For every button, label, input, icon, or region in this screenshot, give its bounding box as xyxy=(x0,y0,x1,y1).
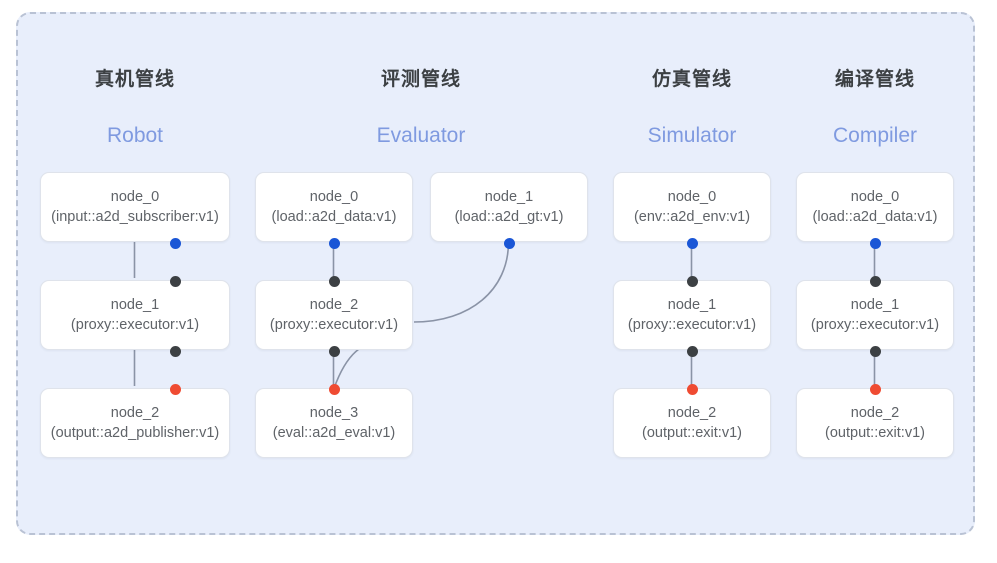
node-spec: (output::exit:v1) xyxy=(825,425,925,441)
node-robot-node-2[interactable]: node_2 (output::a2d_publisher:v1) xyxy=(40,383,230,458)
node-name: node_1 xyxy=(484,189,534,205)
port-output-blue[interactable] xyxy=(329,237,340,249)
port-input-black[interactable] xyxy=(329,275,340,287)
column-subtitle-simulator: Simulator xyxy=(647,124,737,147)
node-spec: (load::a2d_gt:v1) xyxy=(454,209,564,225)
node-eval-node-3[interactable]: node_3 (eval::a2d_eval:v1) xyxy=(255,383,413,458)
port-input-red[interactable] xyxy=(329,383,340,395)
node-spec: (proxy::executor:v1) xyxy=(269,317,399,333)
port-output-black[interactable] xyxy=(687,345,698,357)
node-name: node_2 xyxy=(309,297,359,313)
node-sim-node-2[interactable]: node_2 (output::exit:v1) xyxy=(613,383,771,458)
node-spec: (output::a2d_publisher:v1) xyxy=(50,425,220,441)
node-spec: (env::a2d_env:v1) xyxy=(633,209,751,225)
port-output-blue[interactable] xyxy=(870,237,881,249)
node-spec: (proxy::executor:v1) xyxy=(627,317,757,333)
node-comp-node-0[interactable]: node_0 (load::a2d_data:v1) xyxy=(796,172,954,249)
port-output-black[interactable] xyxy=(170,345,181,357)
port-output-blue[interactable] xyxy=(504,237,515,249)
node-name: node_2 xyxy=(850,405,900,421)
column-subtitle-compiler: Compiler xyxy=(832,124,918,147)
node-eval-node-2[interactable]: node_2 (proxy::executor:v1) xyxy=(255,275,413,357)
node-comp-node-1[interactable]: node_1 (proxy::executor:v1) xyxy=(796,275,954,357)
port-input-black[interactable] xyxy=(870,275,881,287)
port-input-red[interactable] xyxy=(687,383,698,395)
column-subtitle-robot: Robot xyxy=(106,124,164,147)
port-output-blue[interactable] xyxy=(687,237,698,249)
column-title-compiler: 编译管线 xyxy=(834,69,915,90)
column-title-evaluator: 评测管线 xyxy=(380,69,461,90)
port-input-red[interactable] xyxy=(870,383,881,395)
node-name: node_1 xyxy=(850,297,900,313)
port-input-black[interactable] xyxy=(687,275,698,287)
node-name: node_0 xyxy=(667,189,717,205)
port-output-blue[interactable] xyxy=(170,237,181,249)
node-name: node_1 xyxy=(110,297,160,313)
column-title-simulator: 仿真管线 xyxy=(651,69,732,90)
column-subtitle-evaluator: Evaluator xyxy=(376,124,466,147)
node-spec: (load::a2d_data:v1) xyxy=(271,209,397,225)
node-spec: (proxy::executor:v1) xyxy=(70,317,200,333)
node-name: node_0 xyxy=(110,189,160,205)
port-output-black[interactable] xyxy=(870,345,881,357)
node-name: node_2 xyxy=(667,405,717,421)
node-comp-node-2[interactable]: node_2 (output::exit:v1) xyxy=(796,383,954,458)
node-name: node_3 xyxy=(309,405,359,421)
port-input-black[interactable] xyxy=(170,275,181,287)
node-spec: (proxy::executor:v1) xyxy=(810,317,940,333)
node-spec: (eval::a2d_eval:v1) xyxy=(272,425,396,441)
column-title-robot: 真机管线 xyxy=(94,69,175,90)
node-eval-node-1[interactable]: node_1 (load::a2d_gt:v1) xyxy=(430,172,588,249)
node-sim-node-1[interactable]: node_1 (proxy::executor:v1) xyxy=(613,275,771,357)
node-eval-node-0[interactable]: node_0 (load::a2d_data:v1) xyxy=(255,172,413,249)
node-spec: (input::a2d_subscriber:v1) xyxy=(51,209,219,225)
port-output-black[interactable] xyxy=(329,345,340,357)
node-robot-node-1[interactable]: node_1 (proxy::executor:v1) xyxy=(40,275,230,357)
node-name: node_2 xyxy=(110,405,160,421)
node-name: node_0 xyxy=(850,189,900,205)
node-spec: (output::exit:v1) xyxy=(642,425,742,441)
port-input-red[interactable] xyxy=(170,383,181,395)
node-sim-node-0[interactable]: node_0 (env::a2d_env:v1) xyxy=(613,172,771,249)
node-name: node_1 xyxy=(667,297,717,313)
node-spec: (load::a2d_data:v1) xyxy=(812,209,938,225)
node-name: node_0 xyxy=(309,189,359,205)
node-robot-node-0[interactable]: node_0 (input::a2d_subscriber:v1) xyxy=(40,172,230,249)
